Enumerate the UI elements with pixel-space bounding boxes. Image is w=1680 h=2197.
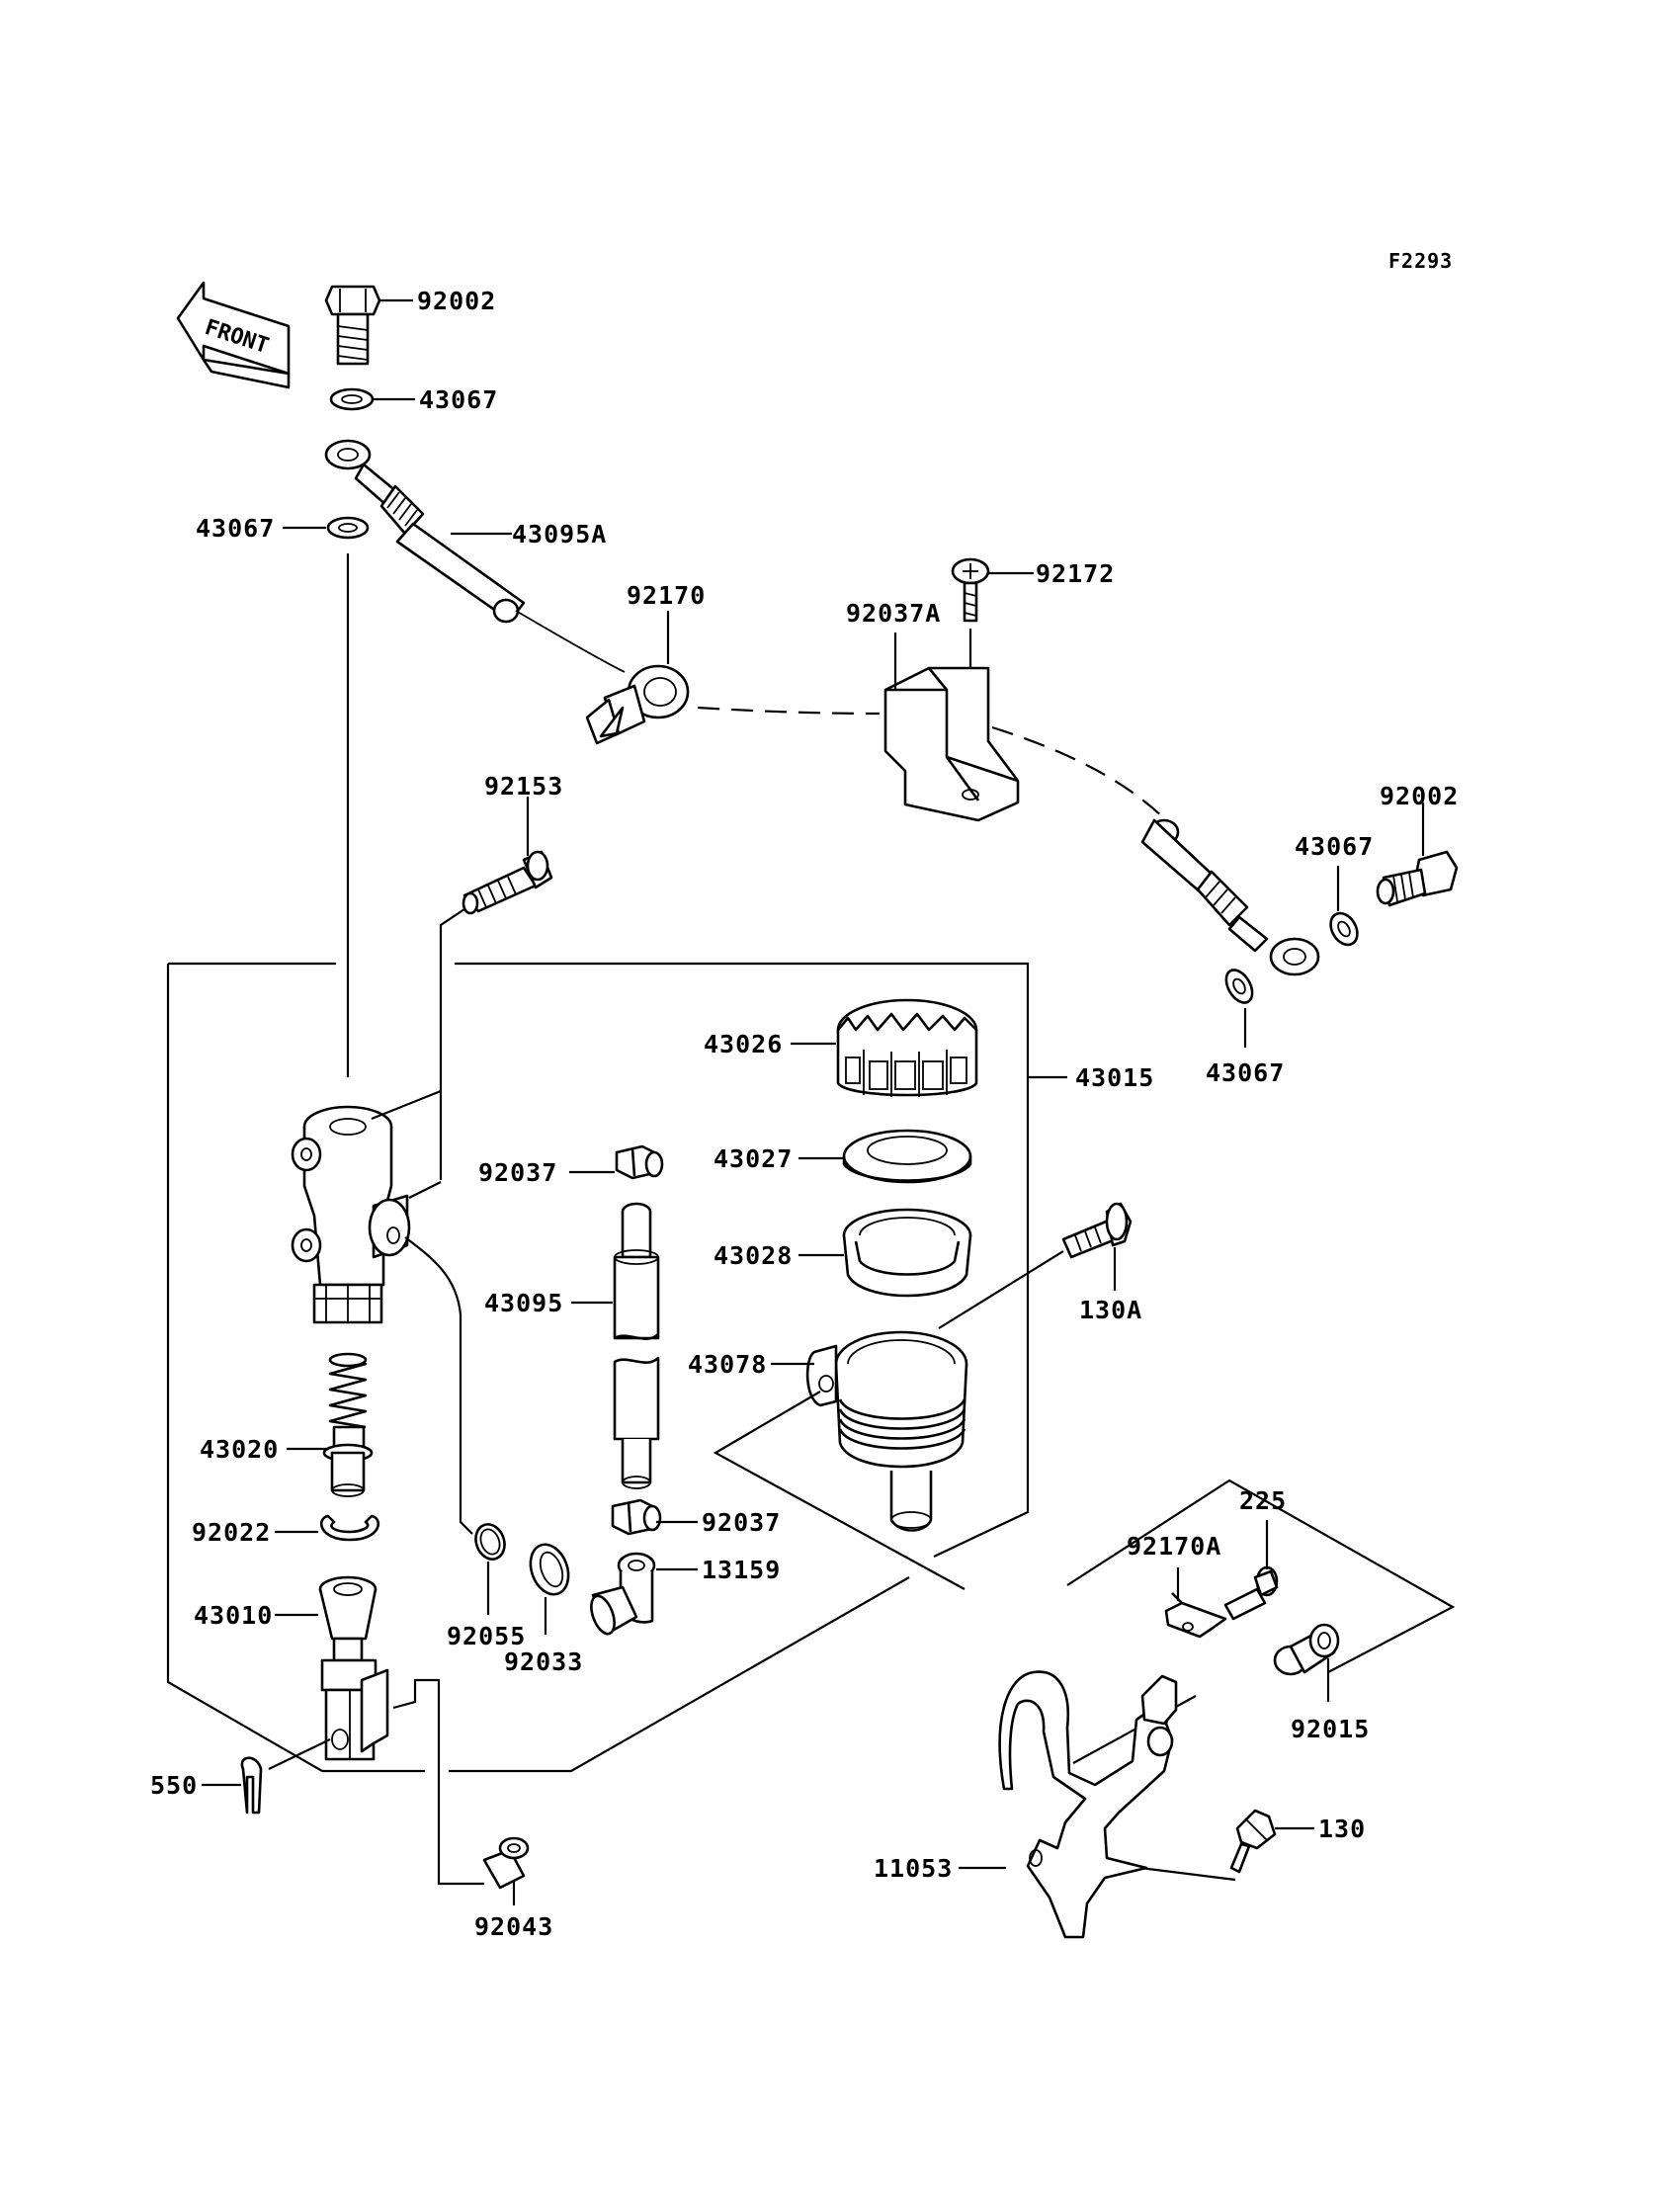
label-92043: 92043 — [474, 1912, 553, 1941]
label-92170A: 92170A — [1127, 1532, 1221, 1561]
brake-hose-lower-icon — [1140, 818, 1320, 976]
front-direction-arrow: FRONT — [176, 281, 291, 389]
label-43067-right: 43067 — [1295, 832, 1374, 861]
label-43027: 43027 — [714, 1144, 793, 1173]
o-ring-icon — [474, 1523, 506, 1561]
mounting-bolt-92153-icon — [462, 850, 553, 915]
label-43095A: 43095A — [512, 520, 607, 549]
piston-spring-icon — [322, 1352, 374, 1497]
label-43095: 43095 — [484, 1289, 563, 1317]
diaphragm-plate-icon — [842, 1129, 972, 1184]
hose-guide-bracket-icon — [883, 666, 1020, 822]
label-130A: 130A — [1079, 1296, 1142, 1324]
cotter-pin-icon — [240, 1756, 263, 1815]
hose-clip-lower-icon — [611, 1498, 662, 1536]
master-cylinder-body-icon — [291, 1105, 411, 1324]
label-43067-lower: 43067 — [1206, 1058, 1285, 1087]
banjo-bolt-top-icon — [324, 285, 381, 366]
hose-fitting-icon — [590, 1552, 656, 1636]
label-92002-top: 92002 — [417, 287, 496, 315]
label-43015: 43015 — [1075, 1063, 1154, 1092]
label-43067-left: 43067 — [196, 514, 275, 543]
bushing-icon — [1273, 1623, 1340, 1676]
hose-clip-upper-icon — [615, 1144, 664, 1180]
clamp-bracket-92170A-icon — [1164, 1592, 1227, 1639]
bolt-130-icon — [1229, 1809, 1277, 1874]
label-92033: 92033 — [504, 1648, 583, 1676]
label-130: 130 — [1318, 1815, 1366, 1843]
label-11053: 11053 — [874, 1854, 953, 1883]
brake-hose-upper-icon — [324, 439, 526, 624]
washer-top-icon — [329, 387, 375, 411]
label-43026: 43026 — [704, 1030, 783, 1058]
reservoir-hose-icon — [613, 1202, 660, 1489]
label-43078: 43078 — [688, 1350, 767, 1379]
label-92002-right: 92002 — [1380, 782, 1459, 810]
label-92037A: 92037A — [846, 599, 941, 628]
reservoir-cap-icon — [836, 998, 978, 1097]
label-92015: 92015 — [1291, 1715, 1370, 1743]
label-92170: 92170 — [627, 581, 706, 610]
label-92172: 92172 — [1036, 559, 1115, 588]
label-92037-upper: 92037 — [478, 1158, 557, 1187]
label-43010: 43010 — [194, 1601, 273, 1630]
label-92022: 92022 — [192, 1518, 271, 1547]
label-225: 225 — [1239, 1486, 1287, 1515]
label-92055: 92055 — [447, 1622, 526, 1650]
reservoir-tank-icon — [805, 1330, 968, 1532]
bolt-225-icon — [1223, 1565, 1279, 1621]
push-rod-clevis-icon — [318, 1575, 389, 1761]
label-43020: 43020 — [200, 1435, 279, 1464]
washer-lower-icon — [1224, 969, 1254, 1004]
washer-left-icon — [326, 516, 370, 540]
banjo-bolt-right-icon — [1376, 850, 1459, 907]
washer-right-icon — [1329, 911, 1359, 947]
label-43028: 43028 — [714, 1241, 793, 1270]
label-92037-lower: 92037 — [702, 1508, 781, 1537]
diaphragm-icon — [842, 1208, 972, 1298]
bolt-130A-icon — [1061, 1202, 1133, 1259]
screw-92172-icon — [951, 557, 990, 623]
snap-ring-icon — [529, 1543, 570, 1596]
clevis-pin-icon — [482, 1836, 530, 1890]
label-13159: 13159 — [702, 1556, 781, 1584]
label-92153: 92153 — [484, 772, 563, 801]
circlip-icon — [319, 1514, 380, 1542]
figure-code: F2293 — [1388, 249, 1453, 273]
label-43067-top: 43067 — [419, 385, 498, 414]
brake-pedal-icon — [998, 1670, 1178, 1939]
hose-clamp-icon — [585, 664, 690, 745]
label-550: 550 — [150, 1771, 198, 1800]
